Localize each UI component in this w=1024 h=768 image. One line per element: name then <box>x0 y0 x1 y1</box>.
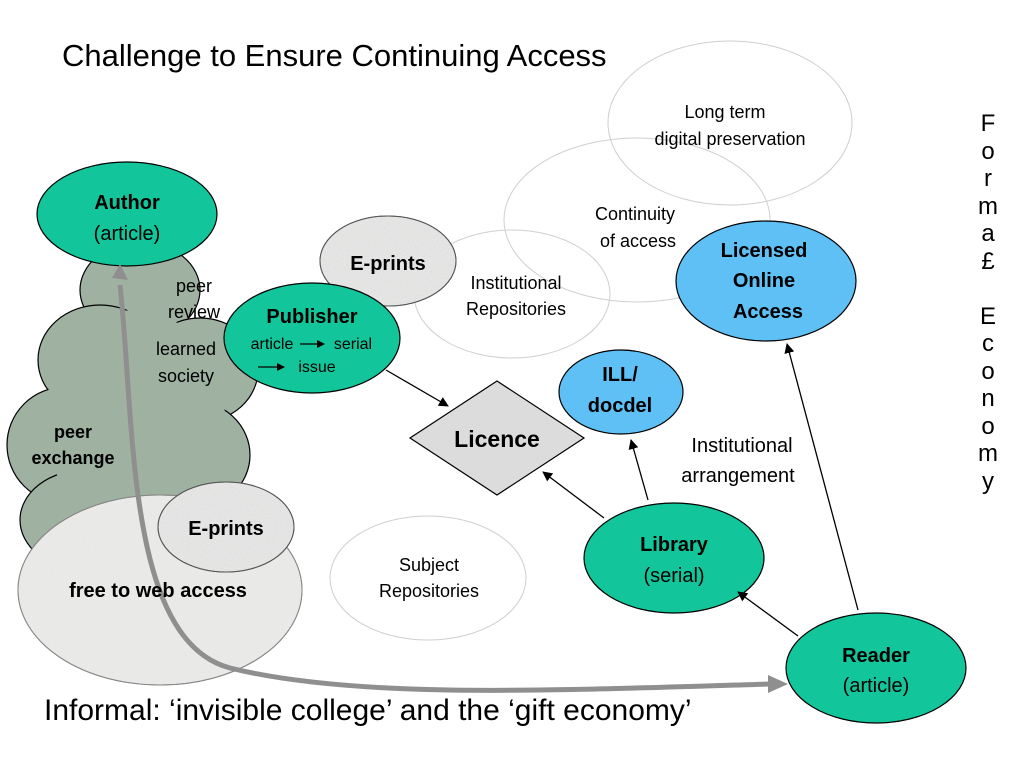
gift-economy-curve <box>117 284 771 693</box>
library-to-licence-arrow <box>542 471 605 519</box>
library-to-ill-arrow <box>628 439 649 501</box>
ill-line1: ILL/ <box>602 364 638 386</box>
side-letter: o <box>981 137 995 165</box>
author-name: Author <box>94 192 160 214</box>
reader-to-library-arrow <box>737 591 799 637</box>
eprints-top-ellipse <box>319 215 457 307</box>
gift-economy-arrowhead-top <box>112 264 128 280</box>
side-letter <box>972 275 1004 303</box>
side-letter: o <box>981 412 995 440</box>
licensed-online-line3: Access <box>733 301 803 323</box>
long-term-line2: digital preservation <box>654 129 805 149</box>
side-letter: m <box>978 440 998 467</box>
slide-footer: Informal: ‘invisible college’ and the ‘g… <box>44 694 692 727</box>
publisher-article: article <box>251 336 294 353</box>
side-letter: o <box>981 357 995 385</box>
licensed-online-line2: Online <box>733 270 795 292</box>
continuity-ellipse <box>503 137 771 303</box>
author-node <box>36 161 218 267</box>
library-name: Library <box>640 534 709 556</box>
library-node <box>583 502 765 614</box>
side-letter: n <box>981 385 995 412</box>
slide-title: Challenge to Ensure Continuing Access <box>62 38 607 73</box>
side-letter: E <box>979 302 996 330</box>
institutional-repositories-line1: Institutional <box>470 273 561 293</box>
licence-label: Licence <box>454 426 540 452</box>
licensed-online-node <box>675 220 857 342</box>
ill-line2: docdel <box>588 395 652 417</box>
eprints-bottom-label: E-prints <box>188 518 264 540</box>
side-letter: c <box>982 330 994 357</box>
ill-node <box>558 349 684 435</box>
subject-repositories-ellipse <box>329 515 527 641</box>
long-term-ellipse <box>607 40 853 206</box>
side-letter: y <box>982 467 994 495</box>
eprints-bottom-ellipse <box>157 481 295 573</box>
reader-node <box>785 612 967 724</box>
side-letter: F <box>980 110 996 137</box>
library-sub: (serial) <box>643 565 704 587</box>
long-term-line1: Long term <box>684 102 765 122</box>
subject-repositories-line2: Repositories <box>379 581 479 601</box>
institutional-repositories-line2: Repositories <box>466 299 566 319</box>
peer-exchange-line2: exchange <box>31 448 114 468</box>
publisher-node <box>223 282 401 394</box>
licence-diamond <box>408 380 586 496</box>
publisher-serial: serial <box>334 336 372 353</box>
reader-to-licensed-arrow <box>784 343 859 611</box>
institutional-arrangement-line2: arrangement <box>681 465 795 487</box>
subject-repositories-line1: Subject <box>399 555 459 575</box>
publisher-issue: issue <box>298 359 335 376</box>
institutional-arrangement-line1: Institutional <box>691 435 792 457</box>
gift-economy-arrowhead-right <box>768 675 788 693</box>
learned-society-line1: learned <box>156 339 216 359</box>
author-sub: (article) <box>94 223 161 245</box>
licensed-online-line1: Licensed <box>721 240 808 262</box>
reader-sub: (article) <box>843 675 910 697</box>
peer-exchange-line1: peer <box>54 422 92 442</box>
free-access-label: free to web access <box>69 580 247 602</box>
side-letter: m <box>978 192 998 220</box>
continuity-line2: of access <box>600 231 676 251</box>
learned-society-line2: society <box>158 366 214 386</box>
side-letter: £ <box>981 247 995 275</box>
eprints-top-label: E-prints <box>350 253 426 275</box>
continuity-line1: Continuity <box>595 204 675 224</box>
peer-review-line2: review <box>168 302 221 322</box>
peer-cloud-core <box>45 310 225 530</box>
side-letter: r <box>984 165 992 192</box>
side-letter: a <box>981 220 995 247</box>
publisher-to-licence-arrow <box>385 369 449 407</box>
reader-name: Reader <box>842 645 910 667</box>
peer-review-line1: peer <box>176 276 212 296</box>
publisher-name: Publisher <box>266 306 357 328</box>
